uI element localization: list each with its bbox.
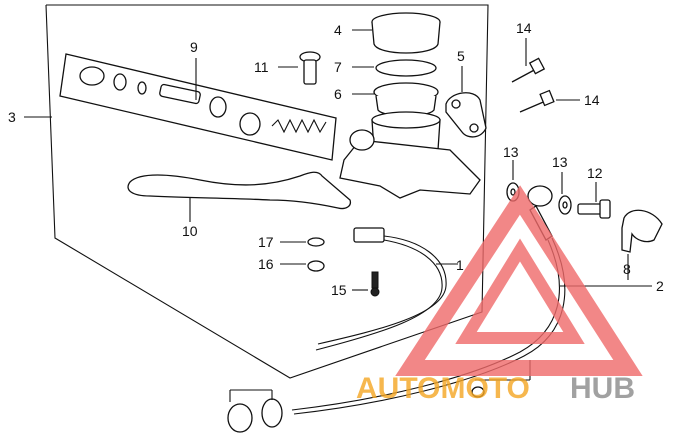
callout-16-label: 16 xyxy=(258,256,274,272)
callout-12-label: 12 xyxy=(587,165,603,181)
callout-13b-label: 13 xyxy=(552,154,568,170)
callout-6-label: 6 xyxy=(334,86,342,102)
callout-3: 3 xyxy=(8,109,52,125)
callout-15-label: 15 xyxy=(331,282,347,298)
small-parts: 17 16 15 xyxy=(258,234,380,298)
callout-13a-label: 13 xyxy=(503,144,519,160)
callout-11-label: 11 xyxy=(254,59,269,75)
callout-17-label: 17 xyxy=(258,234,274,250)
watermark-text-2: HUB xyxy=(570,372,635,405)
assembly-frame xyxy=(45,4,489,379)
watermark-triangle xyxy=(395,185,643,376)
master-cylinder: 4 7 6 xyxy=(334,12,481,199)
callout-5-label: 5 xyxy=(457,48,465,64)
callout-9-label: 9 xyxy=(190,39,198,55)
lever-10: 10 xyxy=(127,171,352,239)
callout-8-label: 8 xyxy=(623,261,631,277)
seal-kit-9: 9 xyxy=(59,39,337,161)
callout-14a-label: 14 xyxy=(516,20,532,36)
switch-1: 1 xyxy=(315,227,464,351)
callout-2-label: 2 xyxy=(656,278,664,294)
washers-13: 13 13 xyxy=(503,144,572,215)
brake-hose-2: 2 xyxy=(227,237,664,433)
watermark-text-1: AUTOMOTO xyxy=(356,372,530,405)
clamp-bolts-14: 14 14 xyxy=(511,20,600,113)
callout-7-label: 7 xyxy=(334,59,342,75)
watermark: AUTOMOTO HUB xyxy=(356,185,643,405)
clamp-5: 5 xyxy=(445,48,487,138)
pivot-bolt-11: 11 xyxy=(254,51,321,85)
callout-4-label: 4 xyxy=(334,22,342,38)
banjo-bolt-12: 12 xyxy=(577,165,611,219)
callout-3-label: 3 xyxy=(8,109,16,125)
callout-10-label: 10 xyxy=(182,223,198,239)
callout-14b-label: 14 xyxy=(584,92,600,108)
boot-8: 8 xyxy=(621,209,663,280)
callout-1-label: 1 xyxy=(456,257,464,273)
spring xyxy=(271,118,327,134)
